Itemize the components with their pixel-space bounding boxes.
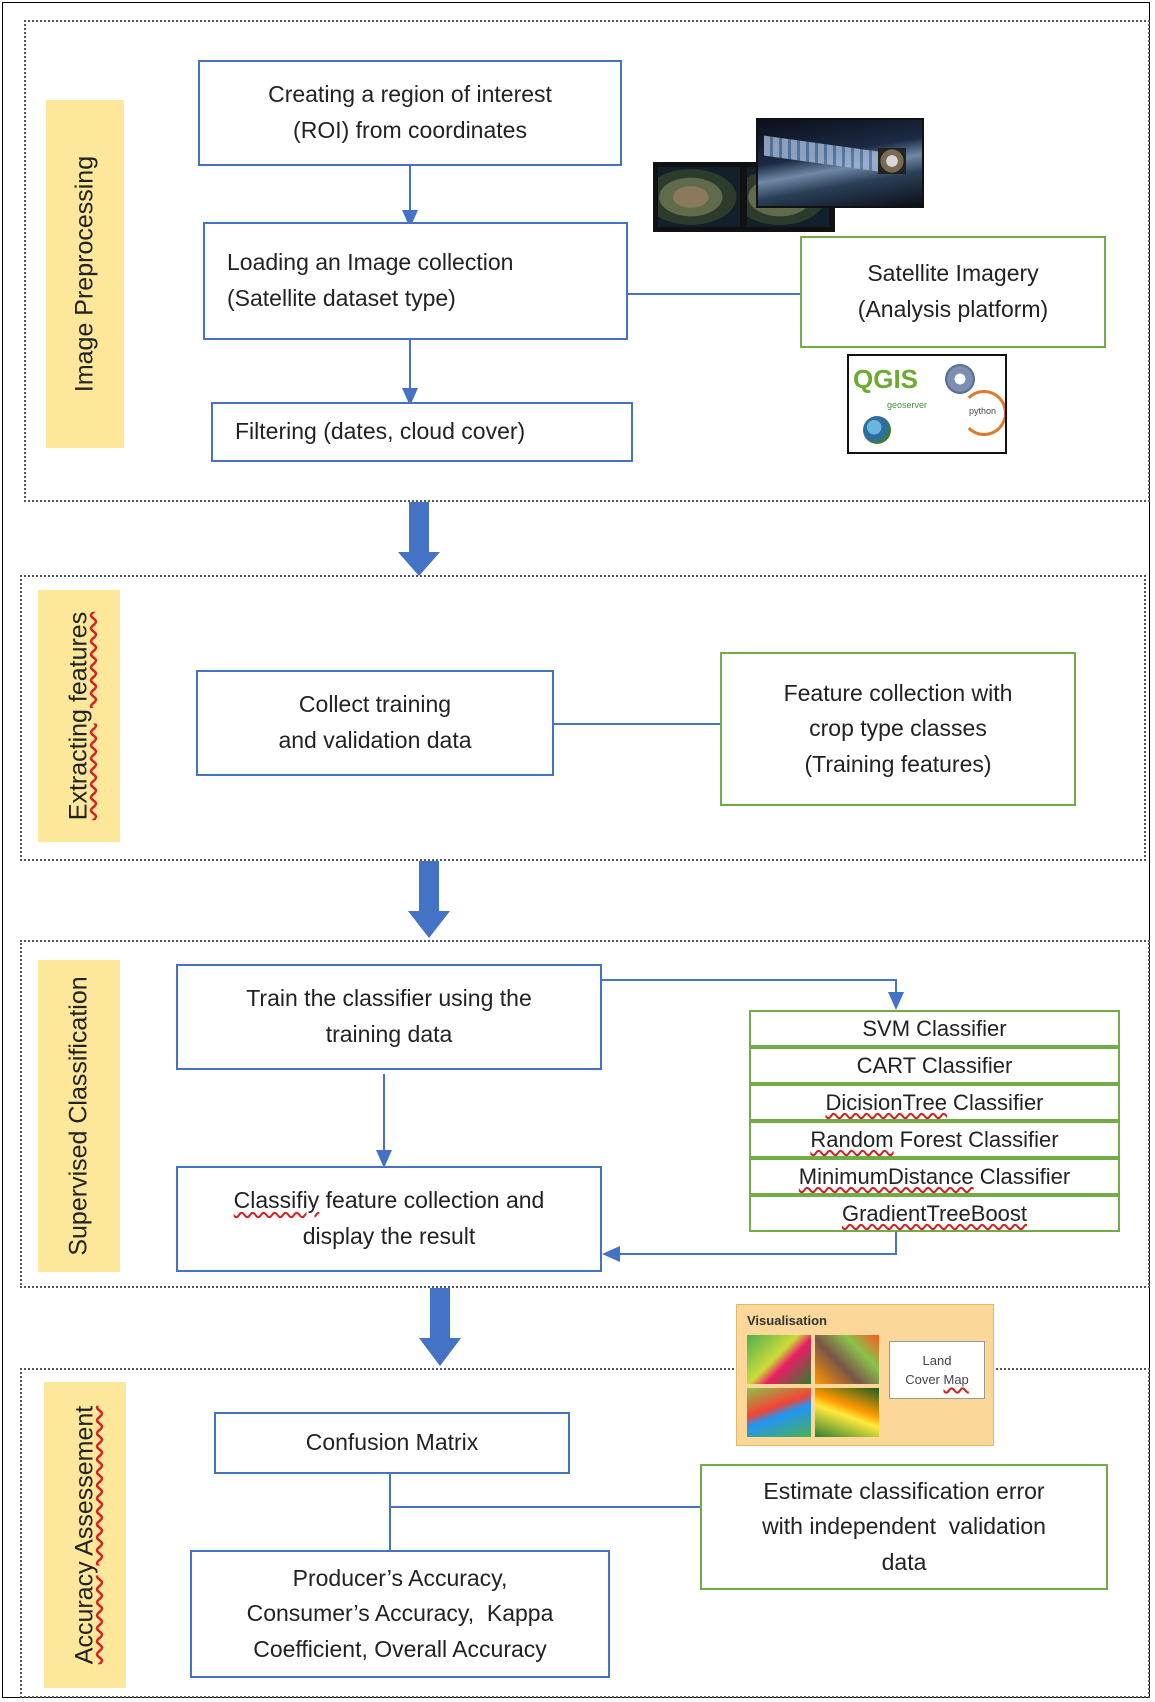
filtering-text: Filtering (dates, cloud cover) xyxy=(235,418,526,445)
section-accuracy xyxy=(20,1368,1150,1698)
classifier-label: SVM Classifier xyxy=(862,1015,1007,1041)
feature-line-2: crop type classes xyxy=(809,715,987,742)
big-arrow-1 xyxy=(398,502,440,576)
cover-text: Cover xyxy=(905,1372,944,1387)
classifier-label-misspelled: DicisionTree xyxy=(825,1089,947,1115)
estimate-line-2: with independent validation xyxy=(762,1513,1046,1540)
classify-line-1: Classifiy feature collection and xyxy=(234,1183,545,1219)
label-extracting-features: Extracting features xyxy=(38,590,120,842)
metrics-line-3: Coefficient, Overall Accuracy xyxy=(253,1635,547,1662)
box-create-roi: Creating a region of interest (ROI) from… xyxy=(198,60,622,166)
train-line-1: Train the classifier using the xyxy=(246,985,532,1012)
box-train-classifier: Train the classifier using the training … xyxy=(176,964,602,1070)
classifier-label-misspelled: MinimumDistance xyxy=(798,1163,974,1189)
label-supervised-classification: Supervised Classification xyxy=(38,960,120,1272)
roi-line-2: (ROI) from coordinates xyxy=(293,117,527,143)
classifier-decision-tree: DicisionTree Classifier xyxy=(749,1084,1120,1121)
confusion-text: Confusion Matrix xyxy=(305,1429,479,1456)
box-confusion-matrix: Confusion Matrix xyxy=(214,1412,570,1474)
box-satellite-imagery: Satellite Imagery (Analysis platform) xyxy=(800,236,1106,348)
train-line-2: training data xyxy=(325,1021,453,1047)
metrics-line-1: Producer’s Accuracy, xyxy=(292,1564,508,1591)
box-load-image-collection: Loading an Image collection (Satellite d… xyxy=(203,222,628,340)
estimate-line-1: Estimate classification error xyxy=(763,1477,1045,1504)
classifier-cart: CART Classifier xyxy=(749,1047,1120,1084)
label-image-preprocessing: Image Preprocessing xyxy=(46,100,124,448)
satellite-photo xyxy=(756,118,924,208)
qgis-logo-text: QGIS xyxy=(853,364,919,394)
classifier-svm: SVM Classifier xyxy=(749,1010,1120,1047)
arrow-train-to-classifiers xyxy=(602,979,904,1010)
box-accuracy-metrics: Producer’s Accuracy, Consumer’s Accuracy… xyxy=(190,1550,610,1678)
roi-line-1: Creating a region of interest xyxy=(268,81,552,108)
land-cover-tiles xyxy=(747,1335,879,1437)
box-filtering: Filtering (dates, cloud cover) xyxy=(211,402,633,462)
section-preprocessing xyxy=(24,20,1150,502)
classifier-label-misspelled: GradientTreeBoost xyxy=(841,1200,1028,1226)
box-collect-training: Collect training and validation data xyxy=(196,670,554,776)
classifier-label-misspelled: Random xyxy=(810,1126,894,1152)
feature-line-1: Feature collection with xyxy=(783,679,1013,706)
classifier-label: CART Classifier xyxy=(856,1052,1013,1078)
land-text: Land xyxy=(922,1352,952,1368)
classifier-minimum-distance: MinimumDistance Classifier xyxy=(749,1158,1120,1195)
loading-line-2: (Satellite dataset type) xyxy=(227,285,456,311)
big-arrow-3 xyxy=(419,1288,461,1366)
classifier-label: Classifier xyxy=(973,1163,1071,1189)
metrics-line-2: Consumer’s Accuracy, Kappa xyxy=(246,1600,554,1627)
classifier-label: Forest Classifier xyxy=(893,1126,1059,1152)
classifier-label: Classifier xyxy=(946,1089,1044,1115)
collect-line-2: and validation data xyxy=(278,727,472,753)
classify-rest: feature collection and xyxy=(319,1187,545,1214)
box-estimate-error: Estimate classification error with indep… xyxy=(700,1464,1108,1590)
section-supervised xyxy=(20,940,1150,1288)
estimate-line-3: data xyxy=(881,1548,927,1575)
classifier-random-forest: Random Forest Classifier xyxy=(749,1121,1120,1158)
satellite-line-2: (Analysis platform) xyxy=(857,296,1049,322)
box-classify-feature: Classifiy feature collection and display… xyxy=(176,1166,602,1272)
label-accuracy-assessment: Accuracy Assessement xyxy=(44,1382,126,1688)
collect-line-1: Collect training xyxy=(298,691,452,718)
classify-misspelled: Classifiy xyxy=(233,1187,320,1214)
box-feature-collection: Feature collection with crop type classe… xyxy=(720,652,1076,806)
big-arrow-2 xyxy=(408,861,450,938)
classifier-gradient-tree-boost: GradientTreeBoost xyxy=(749,1195,1120,1232)
classify-line-2: display the result xyxy=(302,1223,476,1249)
map-text: Map xyxy=(943,1372,969,1387)
arrow-classifiers-to-classify xyxy=(602,1226,897,1262)
feature-line-3: (Training features) xyxy=(804,750,992,777)
section-extracting xyxy=(20,575,1146,861)
satellite-line-1: Satellite Imagery xyxy=(867,260,1039,287)
loading-line-1: Loading an Image collection xyxy=(227,249,514,276)
visualisation-title: Visualisation xyxy=(747,1313,827,1328)
